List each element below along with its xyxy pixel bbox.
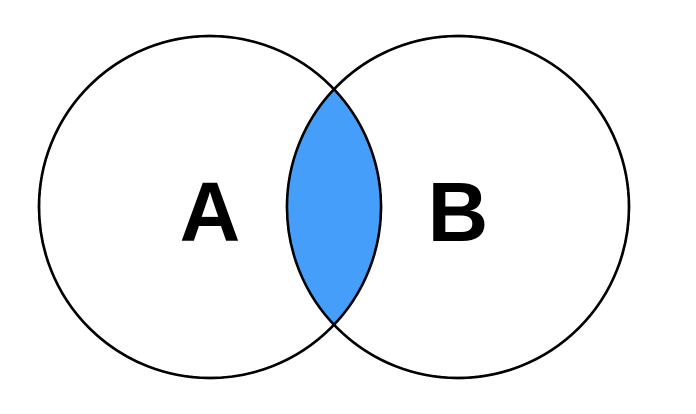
- set-b-outline: [285, 34, 631, 380]
- set-a-label: A: [180, 165, 241, 259]
- set-a-outline: [37, 34, 383, 380]
- set-b-label: B: [428, 165, 489, 259]
